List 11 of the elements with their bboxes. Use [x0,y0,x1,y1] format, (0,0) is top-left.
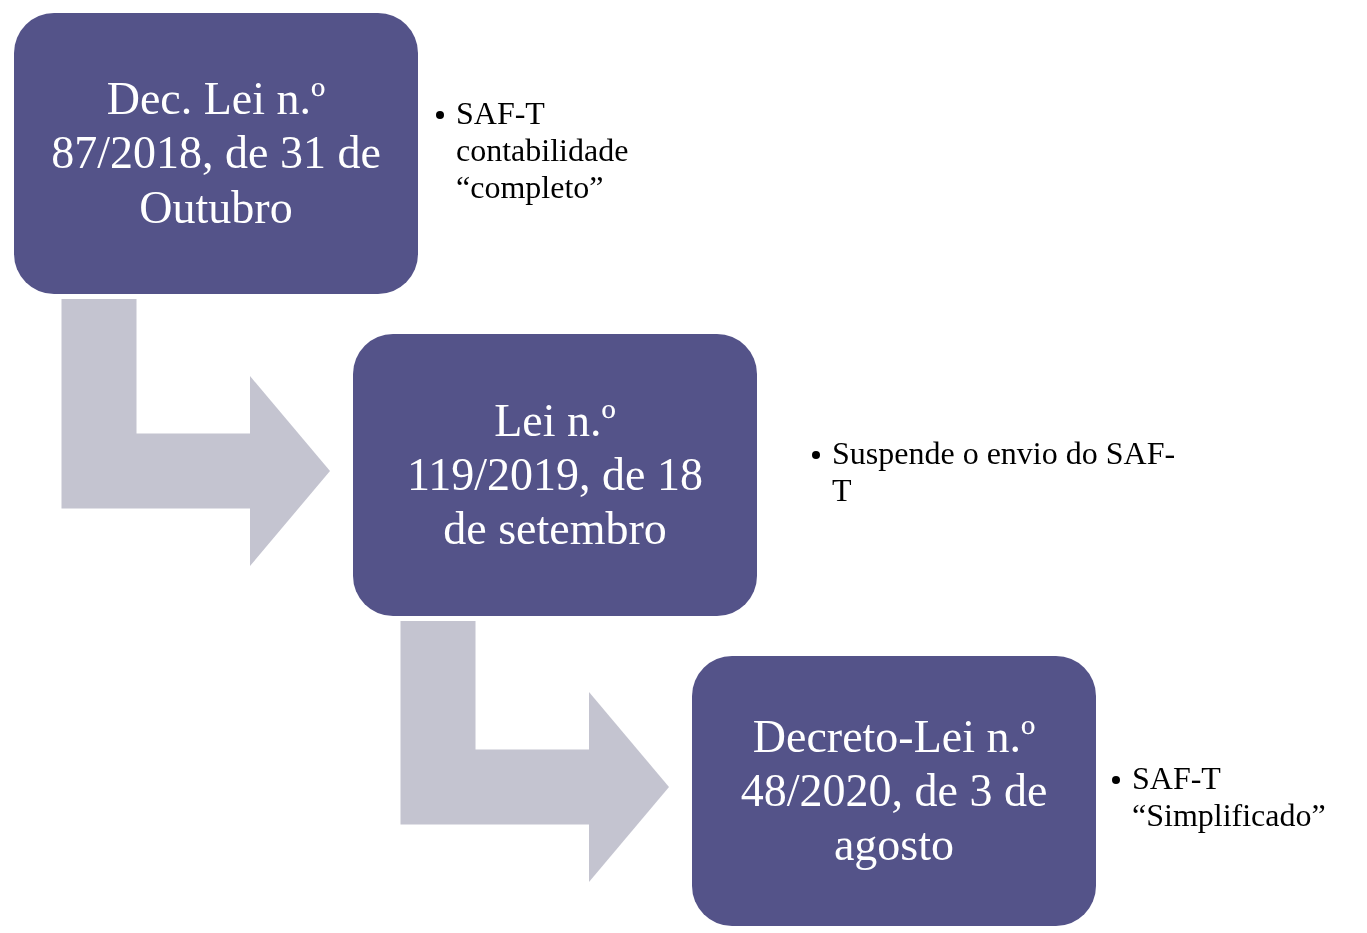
process-box [692,656,1096,926]
process-box [14,13,418,294]
box-text: Decreto-Lei n.º 48/2020, de 3 de agosto [739,709,1049,873]
bullet-text: SAF-T contabilidade “completo” [456,95,630,206]
bent-arrow [400,621,669,882]
box-text: Dec. Lei n.º 87/2018, de 31 de Outubro [50,72,382,235]
bullet-text: SAF-T “Simplificado” [1132,760,1327,834]
bullet-text: Suspende o envio do SAF-T [832,435,1177,509]
process-box [353,334,757,616]
box-text: Lei n.º 119/2019, de 18 de setembro [406,393,704,557]
bent-arrow [61,299,330,566]
